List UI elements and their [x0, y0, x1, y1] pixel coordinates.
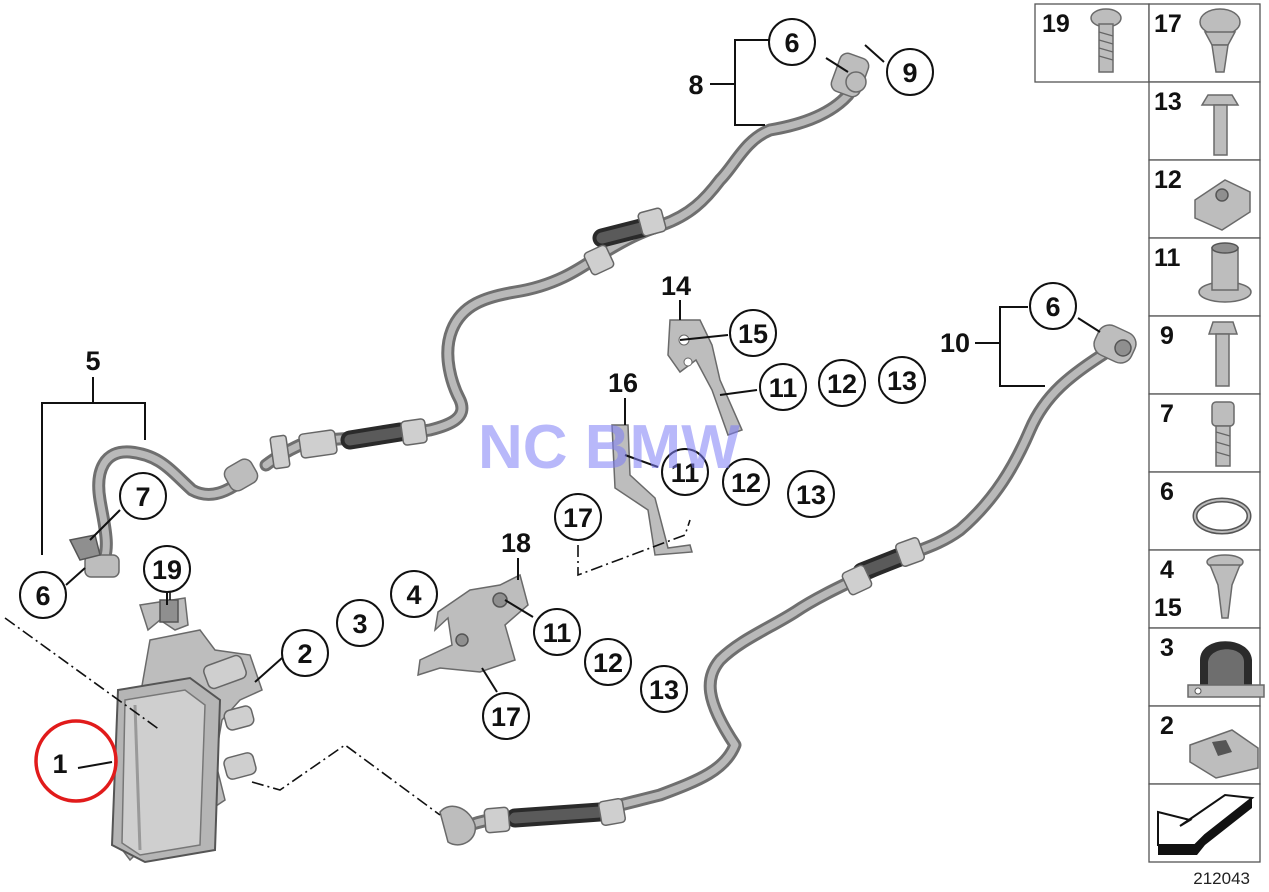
callout-3: 3 — [336, 599, 384, 647]
bushing-icon — [1198, 242, 1252, 303]
svg-text:18: 18 — [501, 528, 531, 558]
svg-text:3: 3 — [352, 609, 367, 639]
hose-clamp-icon — [1187, 641, 1265, 698]
callout-12-lower: 12 — [584, 638, 632, 686]
svg-text:13: 13 — [649, 675, 679, 705]
callout-13-middle: 13 — [787, 470, 835, 518]
callout-6-right: 6 — [1029, 282, 1077, 330]
callout-8: 8 — [688, 70, 703, 100]
callout-5: 5 — [85, 346, 100, 376]
bracket-16 — [611, 424, 693, 556]
svg-text:7: 7 — [1160, 400, 1174, 428]
svg-text:2: 2 — [1160, 712, 1174, 740]
left-oil-line — [68, 445, 259, 578]
o-ring-icon — [1192, 497, 1252, 535]
svg-text:19: 19 — [152, 555, 182, 585]
callout-11-upper: 11 — [759, 363, 807, 411]
svg-text:16: 16 — [608, 368, 638, 398]
svg-text:5: 5 — [85, 346, 100, 376]
callout-9: 9 — [886, 48, 934, 96]
svg-text:11: 11 — [769, 373, 798, 403]
bracket-18 — [417, 573, 529, 677]
svg-text:17: 17 — [563, 503, 593, 533]
svg-text:14: 14 — [661, 271, 691, 301]
upper-oil-line — [259, 52, 870, 472]
watermark: NC BMW — [478, 413, 740, 482]
svg-text:12: 12 — [731, 468, 761, 498]
svg-text:10: 10 — [940, 328, 970, 358]
lower-oil-line — [439, 324, 1137, 846]
callout-12-middle: 12 — [722, 458, 770, 506]
svg-text:6: 6 — [1045, 292, 1060, 322]
svg-text:13: 13 — [1154, 88, 1182, 116]
svg-text:4: 4 — [1160, 556, 1174, 584]
spring-nut-icon — [1194, 179, 1251, 231]
svg-text:11: 11 — [543, 618, 572, 648]
hardware-sidebar: 19 17 13 12 11 9 7 6 4 15 3 2 — [1034, 3, 1265, 863]
svg-text:12: 12 — [593, 648, 623, 678]
svg-text:11: 11 — [1154, 244, 1181, 272]
callout-4: 4 — [390, 570, 438, 618]
svg-text:12: 12 — [1154, 166, 1182, 194]
svg-text:15: 15 — [1154, 594, 1182, 622]
callout-15-bracket: 15 — [729, 309, 777, 357]
callout-17-middle: 17 — [554, 493, 602, 541]
svg-text:19: 19 — [1042, 10, 1070, 38]
callout-18: 18 — [501, 528, 531, 558]
svg-text:3: 3 — [1160, 634, 1174, 662]
callout-1-highlighted: 1 — [34, 719, 118, 803]
svg-text:17: 17 — [1154, 10, 1182, 38]
svg-text:2: 2 — [297, 639, 312, 669]
callout-11-lower: 11 — [533, 608, 581, 656]
torx-screw-icon — [1199, 8, 1241, 73]
torx-bolt-icon — [1090, 8, 1122, 73]
direction-arrow-icon — [1157, 793, 1255, 855]
svg-text:7: 7 — [135, 482, 150, 512]
callout-13-upper: 13 — [878, 356, 926, 404]
svg-text:12: 12 — [827, 369, 857, 399]
svg-text:15: 15 — [738, 319, 768, 349]
svg-text:13: 13 — [796, 480, 826, 510]
callout-14: 14 — [661, 271, 691, 301]
callout-13-lower: 13 — [640, 665, 688, 713]
svg-text:6: 6 — [1160, 478, 1174, 506]
callout-11-middle: 11 — [661, 448, 709, 496]
svg-text:6: 6 — [784, 28, 799, 58]
svg-text:6: 6 — [35, 581, 50, 611]
callout-19: 19 — [143, 545, 191, 593]
clip-nut-icon — [1189, 729, 1259, 779]
highlight-circle — [34, 719, 118, 803]
callout-17-lower: 17 — [482, 692, 530, 740]
callout-6-left: 6 — [19, 571, 67, 619]
callout-6-top: 6 — [768, 18, 816, 66]
oil-cooler — [110, 597, 263, 864]
svg-text:11: 11 — [671, 458, 700, 488]
svg-text:8: 8 — [688, 70, 703, 100]
svg-text:9: 9 — [1160, 322, 1174, 350]
self-tapping-screw-icon — [1206, 554, 1244, 619]
reference-number: 212043 — [1193, 869, 1250, 888]
callout-2: 2 — [281, 629, 329, 677]
hex-bolt-icon — [1207, 321, 1239, 387]
callout-16: 16 — [608, 368, 638, 398]
svg-text:17: 17 — [491, 702, 521, 732]
callout-7: 7 — [119, 472, 167, 520]
callout-10: 10 — [940, 328, 970, 358]
svg-text:1: 1 — [52, 749, 67, 779]
svg-text:9: 9 — [902, 58, 917, 88]
socket-bolt-icon — [1211, 401, 1235, 467]
hex-bolt-icon — [1200, 94, 1240, 156]
callout-12-upper: 12 — [818, 359, 866, 407]
svg-text:4: 4 — [406, 580, 421, 610]
svg-text:13: 13 — [887, 366, 917, 396]
